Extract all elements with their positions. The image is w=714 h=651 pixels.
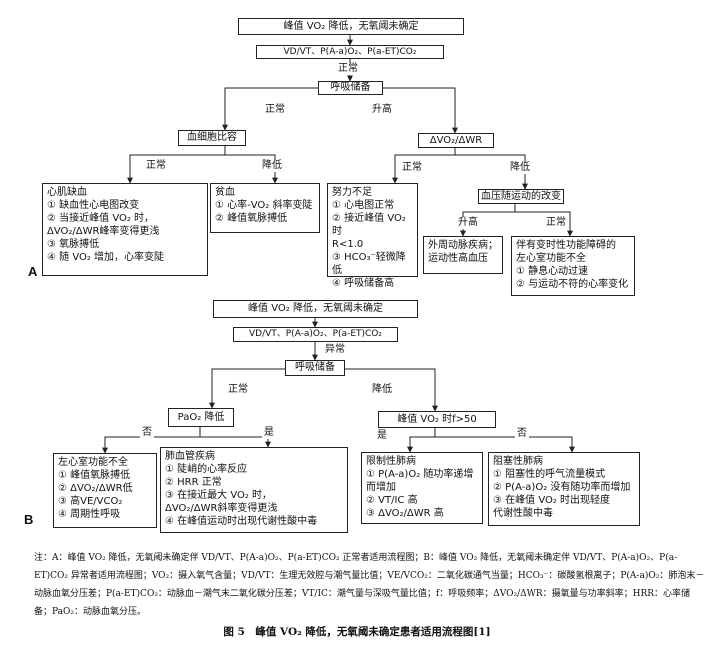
b-lv-dysfunction-node: 左心室功能不全 ① 峰值氧脉搏低 ② ΔVO₂/ΔWR低 ③ 高VE/VCO₂ … — [53, 453, 157, 528]
a-edge-label-normal-4: 正常 — [400, 162, 424, 174]
b-edge-label-yes-2: 是 — [375, 430, 389, 442]
a-peripheral-artery-node: 外周动脉疾病； 运动性高血压 — [423, 236, 503, 274]
figure-caption: 图 5 峰值 VO₂ 降低，无氧阈未确定患者适用流程图[1] — [223, 626, 491, 638]
arrow-b-rr-pao2 — [209, 368, 285, 409]
b-restrictive-lung-node: 限制性肺病 ① P(A-a)O₂ 随功率递增 而增加 ② VT/IC 高 ③ Δ… — [361, 452, 483, 524]
panel-a-label: A — [28, 264, 38, 279]
arrow-a-rr-dvo2 — [383, 87, 458, 134]
b-edge-label-yes-1: 是 — [262, 427, 276, 439]
arrow-a-rr-hct — [222, 87, 318, 131]
b-edge-label-no-1: 否 — [140, 427, 154, 439]
a-edge-label-normal-3: 正常 — [144, 160, 168, 172]
a-dvo2-dwr-node: ΔVO₂/ΔWR — [418, 133, 494, 148]
arrow-a-dvo2-effort — [392, 148, 456, 184]
arrow-b-vo2f-rld — [407, 428, 436, 453]
figure-note: 注：A：峰值 VO₂ 降低，无氧阈未确定伴 VD/VT、P(A-a)O₂、P(a… — [34, 553, 705, 617]
panel-b-label: B — [24, 512, 34, 527]
b-respiratory-reserve-node: 呼吸储备 — [285, 360, 345, 376]
a-edge-label-normal-2: 正常 — [263, 104, 287, 116]
b-edge-label-abnormal: 异常 — [323, 344, 347, 356]
b-obstructive-lung-node: 阻塞性肺病 ① 阻塞性的呼气流量模式 ② P(A-a)O₂ 没有随功率而增加 ③… — [488, 452, 640, 526]
a-edge-label-normal-5: 正常 — [544, 217, 568, 229]
arrow-b-rr-vo2f — [345, 368, 438, 412]
arrow-b-vo2f-copd — [435, 436, 575, 453]
a-edge-label-high-1: 升高 — [370, 104, 394, 116]
b-edge-label-normal-1: 正常 — [226, 384, 250, 396]
a-ventilation-node: VD/VT、P(A-a)O₂、P(a-ET)CO₂ — [256, 45, 444, 59]
a-blood-pressure-node: 血压随运动的改变 — [478, 189, 564, 204]
a-edge-label-low-1: 降低 — [260, 160, 284, 172]
a-root-node: 峰值 VO₂ 降低，无氧阈未确定 — [238, 18, 464, 35]
b-ventilation-node: VD/VT、P(A-a)O₂、P(a-ET)CO₂ — [233, 327, 398, 342]
a-insufficient-effort-node: 努力不足 ① 心电图正常 ② 接近峰值 VO₂ 时 R<1.0 ③ HCO₃⁻轻… — [327, 183, 418, 289]
b-edge-label-no-2: 否 — [515, 428, 529, 440]
arrow-b-pao2-pvd — [200, 436, 271, 448]
b-pao2-node: PaO₂ 降低 — [168, 408, 234, 427]
a-chronotropic-node: 伴有变时性功能障碍的 左心室功能不全 ① 静息心动过速 ② 与运动不符的心率变化 — [511, 236, 635, 296]
arrow-a-dvo2-bp — [455, 154, 528, 190]
b-edge-label-low-1: 降低 — [370, 384, 394, 396]
a-edge-label-normal-1: 正常 — [336, 63, 360, 75]
a-myocardial-ischemia-node: 心肌缺血 ① 缺血性心电图改变 ② 当接近峰值 VO₂ 时， ΔVO₂/ΔWR峰… — [42, 183, 208, 276]
arrow-a-hct-cardiac — [127, 145, 226, 184]
arrow-a-hct-anemia — [225, 154, 278, 184]
b-pulmonary-vascular-node: 肺血管疾病 ① 陡峭的心率反应 ② HRR 正常 ③ 在接近最大 VO₂ 时， … — [160, 447, 348, 533]
a-respiratory-reserve-node: 呼吸储备 — [318, 81, 383, 95]
a-edge-label-high-2: 升高 — [456, 217, 480, 229]
a-edge-label-low-2: 降低 — [508, 162, 532, 174]
a-anemia-node: 贫血 ① 心率-VO₂ 斜率变陡 ② 峰值氧脉搏低 — [210, 183, 320, 233]
arrow-a-bp-chrono — [515, 211, 573, 237]
b-root-node: 峰值 VO₂ 降低，无氧阈未确定 — [213, 300, 418, 318]
a-hematocrit-node: 血细胞比容 — [178, 130, 246, 146]
b-vo2-f-node: 峰值 VO₂ 时f>50 — [378, 411, 496, 428]
